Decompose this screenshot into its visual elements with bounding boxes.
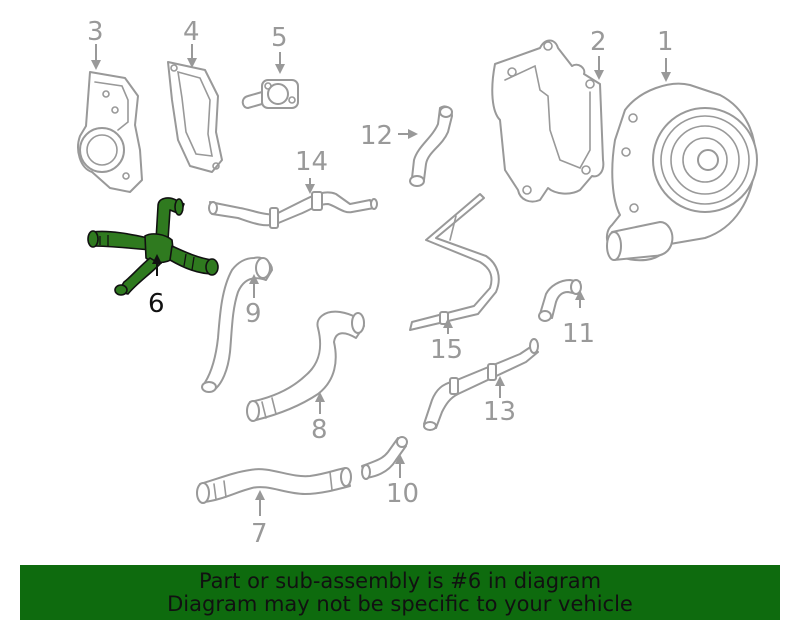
callout-6[interactable]: 6 bbox=[148, 289, 165, 319]
callout-4[interactable]: 4 bbox=[183, 17, 200, 47]
banner-line-2: Diagram may not be specific to your vehi… bbox=[167, 591, 633, 616]
callout-12[interactable]: 12 bbox=[360, 121, 393, 151]
callout-15[interactable]: 15 bbox=[430, 335, 463, 365]
part-15-tube[interactable] bbox=[409, 193, 500, 331]
callout-13[interactable]: 13 bbox=[483, 397, 516, 427]
part-8-hose[interactable] bbox=[246, 310, 365, 422]
disclaimer-banner: Part or sub-assembly is #6 in diagram Di… bbox=[20, 565, 780, 620]
callout-1[interactable]: 1 bbox=[657, 27, 674, 57]
parts-diagram: 1 2 3 4 5 bbox=[77, 17, 758, 549]
callout-11[interactable]: 11 bbox=[562, 319, 595, 349]
part-2-gasket[interactable] bbox=[491, 39, 605, 203]
callout-14[interactable]: 14 bbox=[295, 147, 328, 177]
callout-10[interactable]: 10 bbox=[386, 479, 419, 509]
part-11-hose[interactable] bbox=[538, 279, 582, 322]
part-7-hose[interactable] bbox=[196, 467, 352, 504]
part-5-thermostat[interactable] bbox=[241, 79, 299, 109]
callout-2[interactable]: 2 bbox=[590, 27, 607, 57]
callout-3[interactable]: 3 bbox=[87, 17, 104, 47]
callout-5[interactable]: 5 bbox=[271, 23, 288, 53]
part-6-coolant-hose[interactable] bbox=[87, 197, 219, 296]
banner-line-1: Part or sub-assembly is #6 in diagram bbox=[198, 568, 602, 593]
part-14-pipe[interactable] bbox=[208, 191, 378, 229]
part-1-water-pump[interactable] bbox=[605, 82, 758, 262]
part-4-gasket[interactable] bbox=[167, 61, 223, 173]
part-13-tube[interactable] bbox=[423, 338, 539, 431]
callout-8[interactable]: 8 bbox=[311, 415, 328, 445]
part-3-housing[interactable] bbox=[77, 71, 143, 193]
callout-7[interactable]: 7 bbox=[251, 519, 268, 549]
part-12-hose[interactable] bbox=[409, 105, 453, 187]
part-9-hose[interactable] bbox=[201, 256, 273, 393]
callout-9[interactable]: 9 bbox=[245, 299, 262, 329]
part-10-hose[interactable] bbox=[361, 436, 408, 480]
